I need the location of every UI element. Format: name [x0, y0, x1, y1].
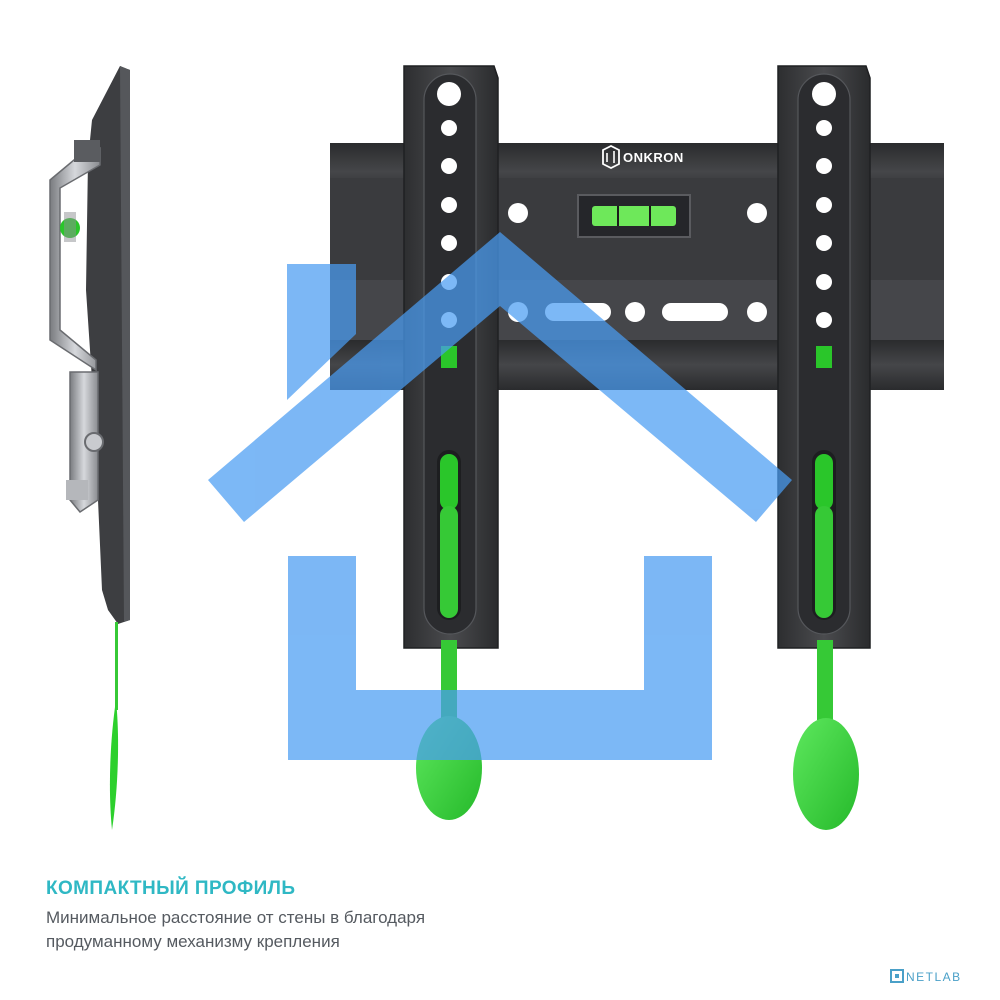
- right-pull-tab: [793, 640, 859, 830]
- netlab-watermark: NETLAB: [890, 969, 962, 984]
- feature-description: Минимальное расстояние от стены в благод…: [46, 906, 646, 954]
- side-profile-view: [49, 66, 130, 830]
- feature-title: КОМПАКТНЫЙ ПРОФИЛЬ: [46, 878, 296, 899]
- feature-caption: КОМПАКТНЫЙ ПРОФИЛЬ Минимальное расстояни…: [46, 878, 646, 954]
- onkron-logo: ONKRON: [602, 144, 684, 170]
- left-vertical-arm: [403, 65, 499, 649]
- description-line-2: продуманному механизму крепления: [46, 932, 340, 951]
- right-vertical-arm: [777, 65, 871, 649]
- home-icon: [208, 232, 792, 760]
- svg-text:NETLAB: NETLAB: [906, 970, 962, 984]
- svg-text:ONKRON: ONKRON: [623, 150, 684, 165]
- description-line-1: Минимальное расстояние от стены в благод…: [46, 908, 426, 927]
